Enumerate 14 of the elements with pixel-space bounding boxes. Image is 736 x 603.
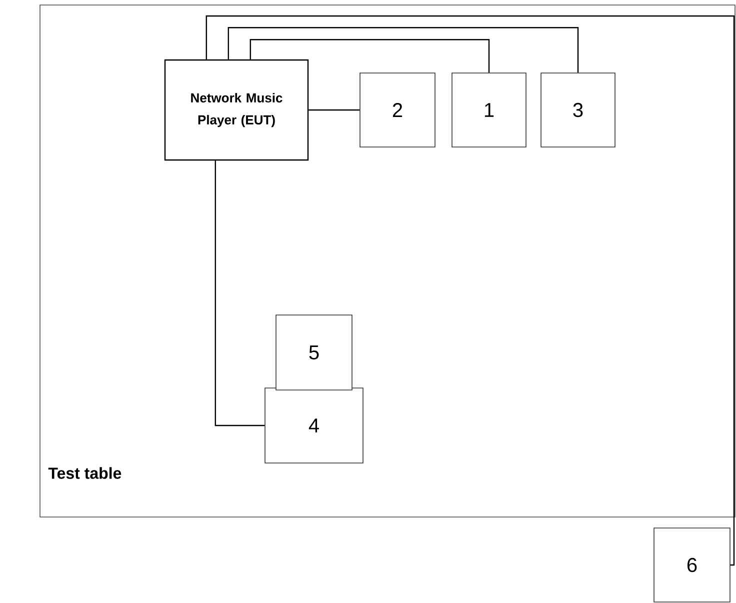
cable-line: [308, 109, 360, 111]
table-label: Test table: [48, 467, 122, 479]
table-outline: [40, 4, 736, 518]
equipment-box: 5: [276, 314, 352, 390]
device-box: Network Music Player (EUT): [164, 59, 309, 161]
equipment-box: 6: [654, 528, 730, 602]
cable-line: [228, 27, 579, 73]
cable-line: [206, 15, 735, 566]
equipment-box: 4: [264, 388, 364, 464]
equipment-box: 3: [540, 72, 616, 148]
equipment-box: 2: [360, 72, 436, 148]
equipment-box: 1: [452, 72, 526, 148]
cable-line: [250, 39, 490, 73]
cable-line: [214, 160, 265, 426]
